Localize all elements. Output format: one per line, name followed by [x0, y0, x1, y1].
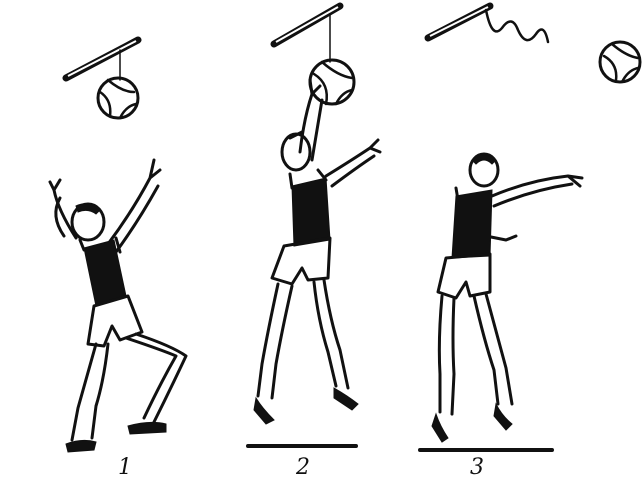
- player-3: [431, 152, 584, 443]
- hanging-bar-1: [62, 36, 142, 82]
- hanging-bar-3: [424, 2, 550, 44]
- player-1: [48, 158, 188, 453]
- figure-label-1: 1: [118, 455, 132, 478]
- ball-3: [598, 40, 642, 84]
- figure-3: 3: [418, 2, 642, 478]
- figure-2: 2: [246, 2, 382, 478]
- figure-label-2: 2: [295, 455, 310, 478]
- figure-label-3: 3: [470, 455, 484, 478]
- hanging-bar-2: [270, 2, 344, 63]
- ball-2: [308, 58, 356, 106]
- figure-1: 1: [48, 36, 188, 478]
- ball-1: [96, 76, 140, 120]
- player-2: [253, 78, 382, 425]
